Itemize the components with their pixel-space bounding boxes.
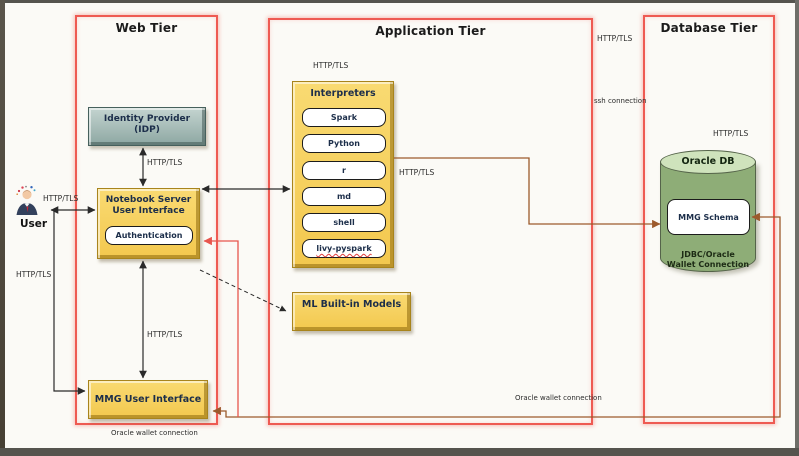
- label-oracle-wallet-right: Oracle wallet connection: [515, 394, 602, 402]
- oracle-conn-line1: JDBC/Oracle: [681, 250, 735, 259]
- label-oracle-wallet-left: Oracle wallet connection: [111, 429, 198, 437]
- idp-title-line1: Identity Provider: [103, 114, 191, 124]
- ml-builtin-models-box: ML Built-in Models: [292, 292, 411, 331]
- notebook-title-line1: Notebook Server: [105, 195, 192, 205]
- interpreters-box: Interpreters Spark Python r md shell liv…: [292, 81, 394, 268]
- interpreter-item-spark: Spark: [302, 108, 386, 127]
- label-http-tls-interpreters: HTTP/TLS: [313, 61, 349, 70]
- label-ssh-connection: ssh connection: [594, 97, 647, 105]
- interpreter-item-livy-pyspark: livy-pyspark: [302, 239, 386, 258]
- frame-edge-top: [0, 0, 799, 3]
- oracle-db-cylinder-top: [660, 150, 756, 174]
- interpreter-item-md: md: [302, 187, 386, 206]
- label-http-tls-user: HTTP/TLS: [43, 194, 79, 203]
- label-http-tls-notebook-mmg: HTTP/TLS: [147, 330, 183, 339]
- mmg-ui-title: MMG User Interface: [94, 393, 202, 405]
- mmg-ui-box: MMG User Interface: [88, 380, 208, 419]
- oracle-db-connection-label: JDBC/Oracle Wallet Connection: [648, 250, 768, 271]
- notebook-server-box: Notebook Server User Interface Authentic…: [97, 188, 200, 259]
- tier-web-title: Web Tier: [115, 21, 178, 35]
- interpreter-item-r: r: [302, 161, 386, 180]
- oracle-conn-line2: Wallet Connection: [666, 260, 750, 270]
- label-http-tls-idp: HTTP/TLS: [147, 158, 183, 167]
- label-http-tls-top-right: HTTP/TLS: [597, 34, 633, 43]
- interpreter-item-python: Python: [302, 134, 386, 153]
- authentication-pill: Authentication: [105, 226, 193, 245]
- label-http-tls-schema-line: HTTP/TLS: [399, 168, 435, 177]
- notebook-title-line2: User Interface: [112, 206, 185, 217]
- label-http-tls-user-mmg: HTTP/TLS: [16, 270, 52, 279]
- tier-application-title: Application Tier: [375, 24, 486, 38]
- frame-edge-right: [795, 0, 799, 456]
- identity-provider-box: Identity Provider (IDP): [88, 107, 206, 146]
- oracle-db-title: Oracle DB: [681, 156, 735, 167]
- user-icon: [16, 185, 38, 215]
- user-label: User: [20, 218, 48, 230]
- frame-edge-bottom: [0, 448, 799, 456]
- ml-builtin-models-title: ML Built-in Models: [301, 299, 402, 310]
- interpreters-title: Interpreters: [310, 88, 376, 99]
- label-http-tls-db: HTTP/TLS: [713, 129, 749, 138]
- mmg-schema-pill: MMG Schema: [667, 199, 750, 235]
- tier-database-title: Database Tier: [660, 21, 758, 35]
- interpreter-item-livy-pyspark-label: livy-pyspark: [316, 244, 372, 253]
- frame-edge-left: [0, 0, 5, 456]
- idp-title-line2: (IDP): [134, 125, 160, 136]
- interpreter-item-shell: shell: [302, 213, 386, 232]
